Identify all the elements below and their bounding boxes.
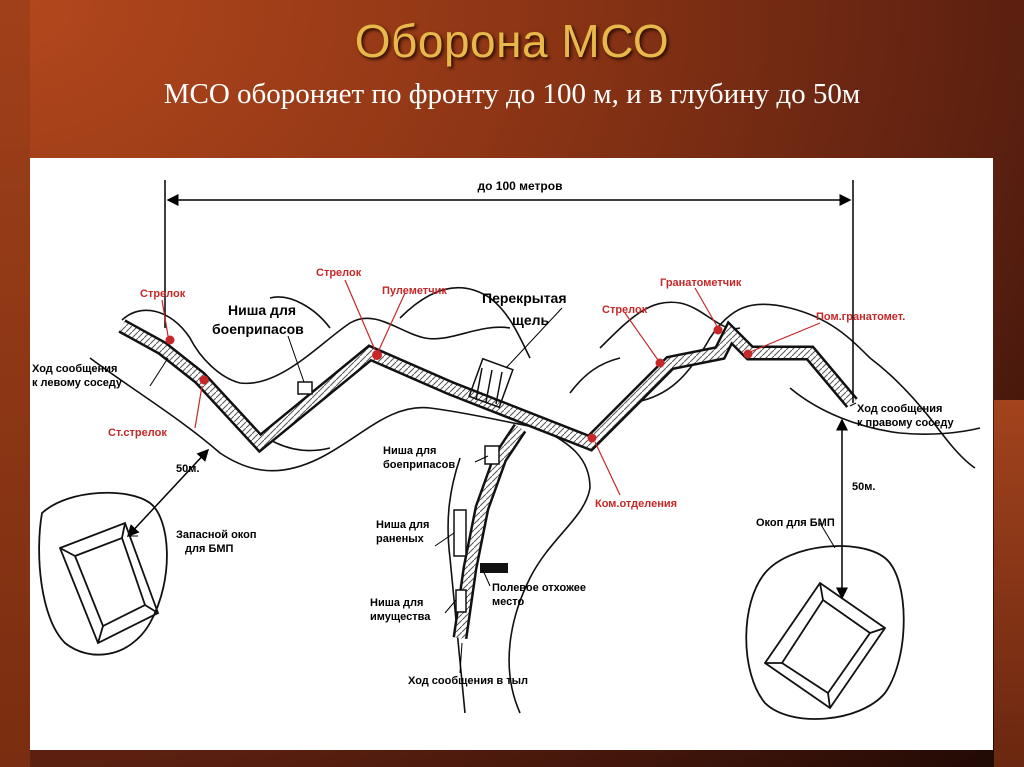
label-perekrytaya-line2: щель — [512, 312, 549, 328]
label-leaders — [128, 307, 857, 674]
label-nisha-boepripasov-2-line1: Ниша для — [383, 445, 436, 457]
marker-kom-otdeleniya — [587, 433, 597, 443]
depth-left-label: 50м. — [176, 463, 199, 475]
marker-st-strelok — [199, 375, 209, 385]
depth-right-label: 50м. — [852, 481, 875, 493]
label-zapasnoy-line2: для БМП — [185, 543, 234, 555]
label-granatometchik: Гранатометчик — [660, 277, 742, 289]
depth-arrows: 50м. 50м. — [126, 418, 875, 600]
position-markers — [161, 279, 821, 496]
label-perekrytaya-line1: Перекрытая — [482, 290, 567, 306]
width-dimension: до 100 метров — [164, 178, 854, 403]
label-hod-tyl: Ход сообщения в тыл — [408, 675, 528, 687]
right-accent-bar — [994, 400, 1024, 767]
label-hod-left-line1: Ход сообщения — [32, 363, 117, 375]
terrain-outline — [89, 286, 981, 714]
left-accent-bar — [0, 0, 30, 767]
main-trench — [118, 319, 858, 640]
label-nisha-boepripasov-1-line2: боеприпасов — [212, 321, 304, 337]
width-label: до 100 метров — [478, 179, 563, 193]
covered-slit — [468, 357, 514, 409]
slide-title: Оборона МСО — [354, 15, 670, 67]
label-hod-right-line2: к правому соседу — [857, 417, 954, 429]
label-strelok-3: Стрелок — [602, 304, 648, 316]
red-labels: Стрелок Стрелок Пулеметчик Стрелок Грана… — [108, 267, 905, 510]
ammo-niche-1 — [297, 381, 313, 395]
marker-strelok-1 — [165, 335, 175, 345]
label-nisha-boepripasov-2-line2: боеприпасов — [383, 459, 455, 471]
marker-strelok-3 — [655, 358, 665, 368]
label-pulemetchik: Пулеметчик — [382, 285, 447, 297]
reserve-bmp-pit — [38, 491, 168, 656]
marker-pom-granatomet — [743, 349, 753, 359]
label-pom-granatomet: Пом.гранатомет. — [816, 311, 905, 323]
label-nisha-ranenykh-line2: раненых — [376, 533, 425, 545]
marker-granatometchik — [713, 325, 723, 335]
label-hod-right-line1: Ход сообщения — [857, 403, 942, 415]
label-zapasnoy-line1: Запасной окоп — [176, 529, 257, 541]
label-polevoe-line1: Полевое отхожее — [492, 582, 586, 594]
label-strelok-1: Стрелок — [140, 288, 186, 300]
label-kom-otdeleniya: Ком.отделения — [595, 498, 677, 510]
defense-diagram: до 100 метров 50м. 50м. — [30, 158, 993, 750]
label-nisha-ranenykh-line1: Ниша для — [376, 519, 429, 531]
label-st-strelok: Ст.стрелок — [108, 427, 167, 439]
slide-subtitle: МСО обороняет по фронту до 100 м, и в гл… — [163, 78, 861, 110]
label-nisha-imushchestva-line2: имущества — [370, 611, 431, 623]
label-nisha-imushchestva-line1: Ниша для — [370, 597, 423, 609]
black-labels: Ниша для боеприпасов Перекрытая щель Ход… — [32, 290, 954, 687]
label-okop-bmp: Окоп для БМП — [756, 517, 835, 529]
marker-pulemetchik — [372, 350, 382, 360]
label-nisha-boepripasov-1-line1: Ниша для — [228, 302, 296, 318]
bmp-pit — [745, 545, 905, 720]
label-polevoe-line2: место — [492, 596, 524, 608]
label-strelok-2: Стрелок — [316, 267, 362, 279]
label-hod-left-line2: к левому соседу — [32, 377, 123, 389]
